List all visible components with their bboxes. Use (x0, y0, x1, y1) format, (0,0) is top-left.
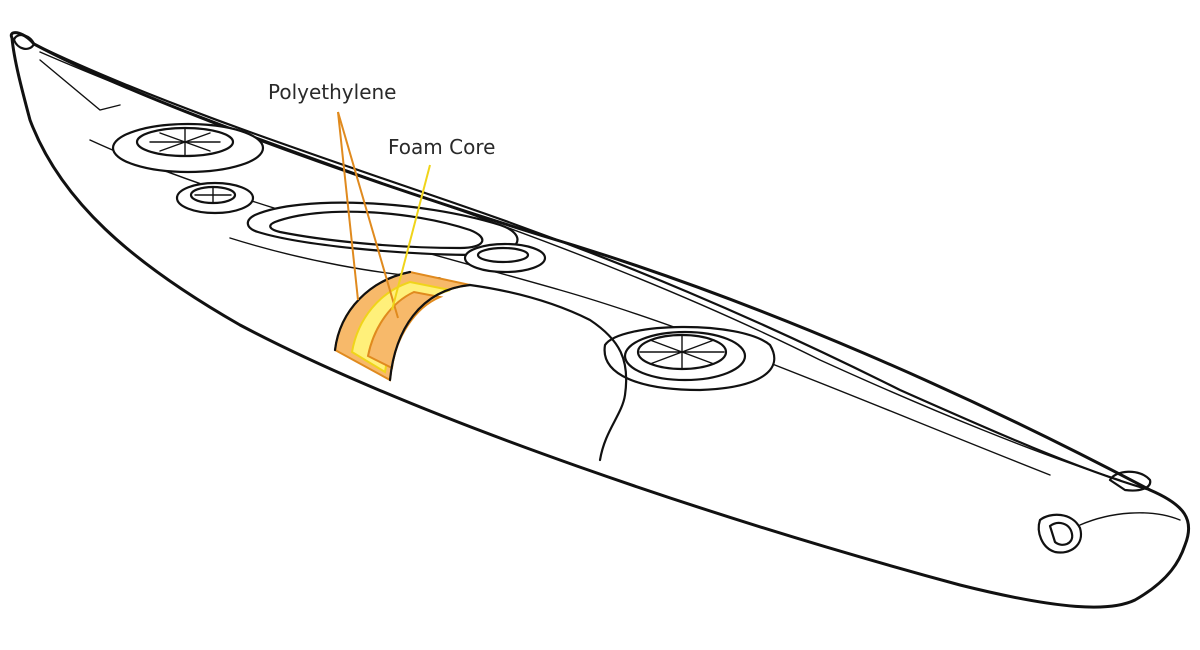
rear-hatch (603, 325, 776, 392)
foam-core-label: Foam Core (388, 135, 495, 159)
front-hatch (111, 122, 265, 174)
kayak-hull (9, 31, 1191, 609)
rear-day-hatch (463, 242, 547, 274)
foam-core-leader (391, 164, 431, 311)
deck-edge (32, 42, 1152, 492)
polyethylene-label: Polyethylene (268, 80, 396, 104)
polyethylene-leaders (337, 111, 399, 319)
bow-toggle (12, 34, 121, 111)
day-hatch (175, 181, 255, 215)
stern-toggle (1037, 470, 1181, 554)
deck-line-upper (39, 51, 1121, 481)
hull-cross-section (333, 270, 628, 462)
